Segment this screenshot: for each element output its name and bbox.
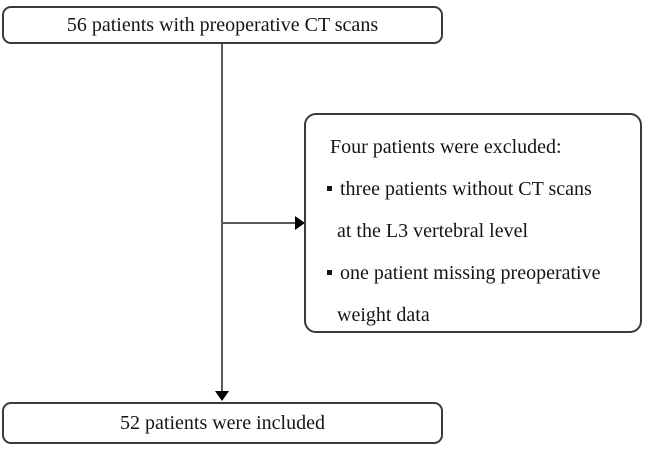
- bullet-icon: [327, 186, 332, 192]
- exclusion-box-title: Four patients were excluded:: [330, 136, 562, 158]
- exclusion-item-text: one patient missing preoperative: [340, 262, 601, 284]
- exclusion-box: Four patients were excluded: three patie…: [304, 113, 642, 333]
- exclusion-item: one patient missing preoperative weight …: [327, 252, 632, 336]
- arrowhead-down-icon: [215, 391, 229, 401]
- top-box: 56 patients with preoperative CT scans: [2, 6, 443, 44]
- exclusion-item-continuation: at the L3 vertebral level: [337, 220, 529, 242]
- exclusion-item-line: three patients without CT scans: [327, 168, 632, 210]
- bullet-icon: [327, 270, 332, 276]
- exclusion-item: three patients without CT scans at the L…: [327, 168, 632, 252]
- top-box-label: 56 patients with preoperative CT scans: [66, 13, 379, 36]
- arrowhead-right-icon: [295, 216, 305, 230]
- exclusion-item-continuation: weight data: [337, 304, 430, 326]
- bottom-box-label: 52 patients were included: [120, 411, 325, 434]
- exclusion-item-text: three patients without CT scans: [340, 178, 592, 200]
- connector-vertical-line: [221, 44, 223, 394]
- bottom-box: 52 patients were included: [2, 402, 443, 444]
- connector-horizontal-line: [222, 222, 297, 224]
- exclusion-item-line: one patient missing preoperative: [327, 252, 632, 294]
